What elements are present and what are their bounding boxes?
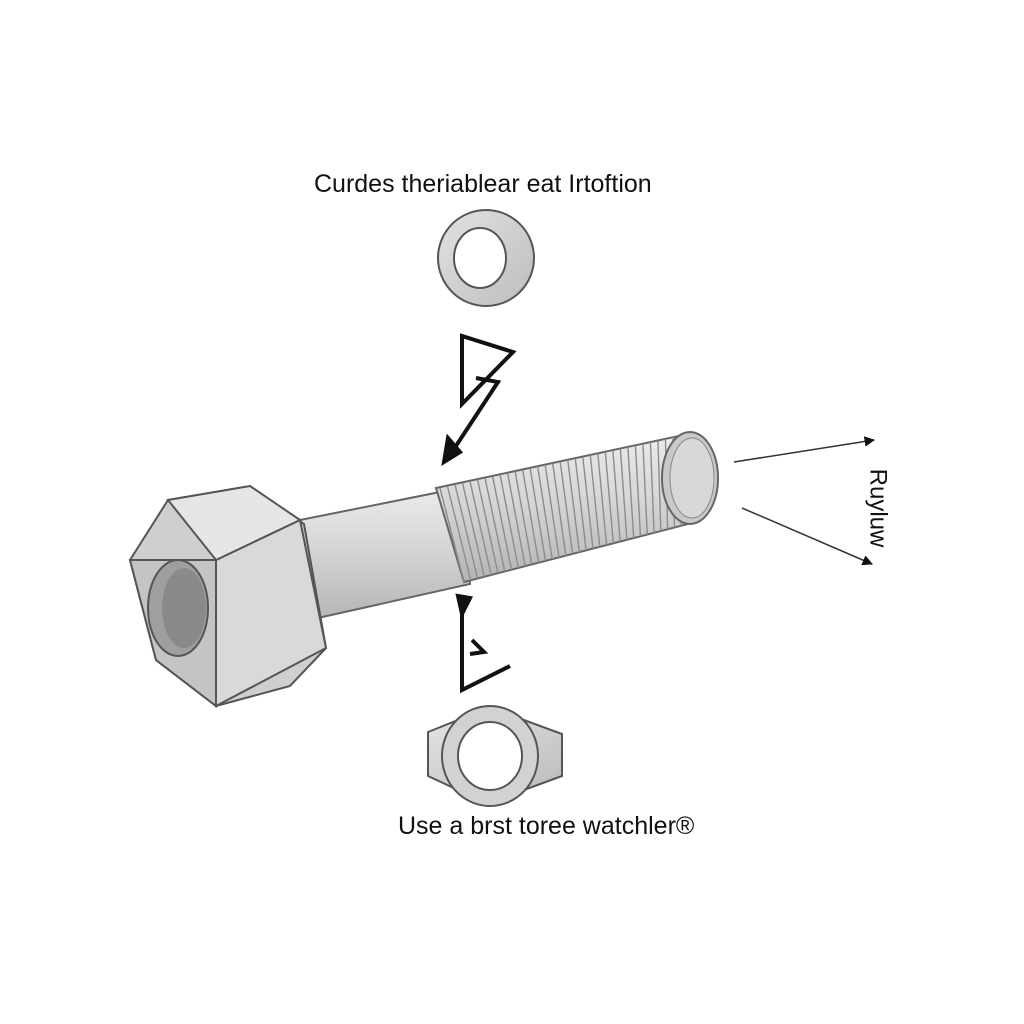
top-label: Curdes theriablear eat Irtoftion — [314, 170, 652, 198]
up-arrow-icon — [455, 593, 511, 694]
thread-groove — [582, 456, 594, 549]
side-label: Ruyluw — [864, 468, 892, 548]
direction-arrows — [733, 436, 876, 566]
thread-groove — [491, 476, 513, 570]
thread-groove — [521, 469, 540, 563]
thread-groove — [544, 464, 560, 558]
thread-groove — [476, 479, 499, 574]
thread-groove — [506, 473, 526, 567]
thread-groove — [529, 468, 547, 562]
down-arrow-icon — [441, 333, 517, 467]
top-washer — [437, 209, 535, 307]
thread-groove — [627, 447, 635, 539]
thread-groove — [439, 487, 465, 583]
thread-groove — [634, 445, 642, 537]
thread-groove — [469, 481, 492, 576]
thread-groove — [484, 478, 506, 572]
thread-groove — [597, 453, 608, 546]
thread-groove — [589, 455, 601, 547]
thread-groove — [649, 442, 655, 533]
thread-groove — [574, 458, 587, 551]
thread-groove — [514, 471, 533, 565]
thread-groove — [552, 463, 567, 556]
thread-groove — [499, 474, 519, 569]
thread-groove — [454, 484, 479, 579]
thread-groove — [461, 482, 486, 577]
thread-groove — [619, 448, 628, 540]
thread-groove — [559, 461, 574, 554]
thread-groove — [567, 460, 581, 553]
thread-groove — [604, 451, 615, 544]
bottom-label: Use a brst toree watchler® — [398, 812, 695, 840]
bottom-tab-washer — [427, 705, 563, 807]
bolt-threads — [434, 431, 719, 584]
hex-head — [128, 484, 328, 709]
thread-groove — [657, 440, 662, 532]
thread-groove — [612, 450, 621, 542]
thread-groove — [537, 466, 553, 560]
thread-groove — [446, 486, 472, 581]
thread-groove — [642, 443, 648, 535]
